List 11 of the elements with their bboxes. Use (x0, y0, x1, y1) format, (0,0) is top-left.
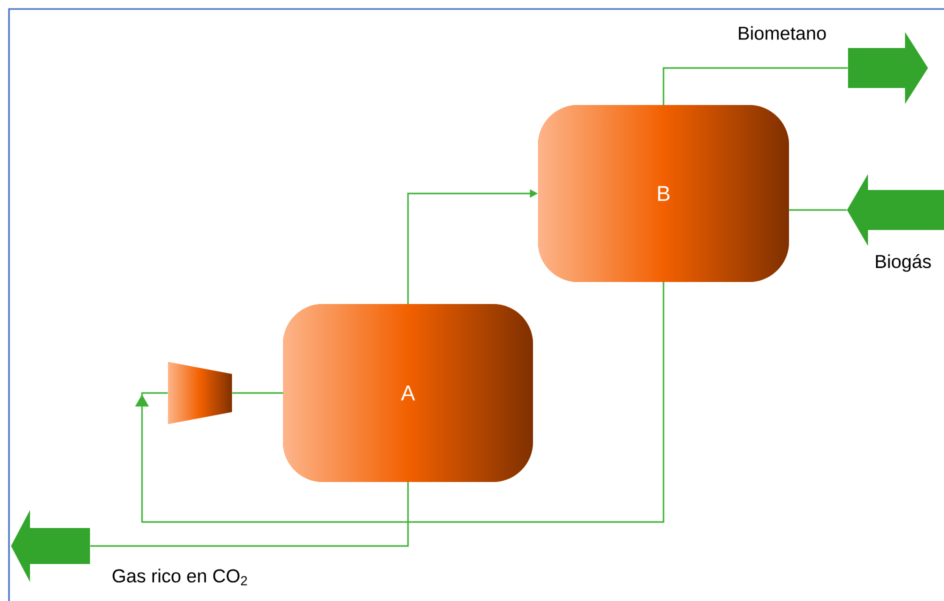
stream-label: Biogás (876, 254, 931, 272)
flow-line (232, 392, 284, 394)
process-box: B (538, 105, 789, 282)
process-box: A (283, 304, 533, 482)
compressor-symbol (168, 362, 232, 424)
flow-line (789, 209, 847, 211)
flow-line (135, 282, 664, 523)
flow-line (662, 67, 848, 106)
stream-label: Biometano (738, 26, 826, 40)
stream-label: Gas rico en CO$_{2}$ (112, 568, 247, 586)
flow-line (90, 482, 409, 547)
